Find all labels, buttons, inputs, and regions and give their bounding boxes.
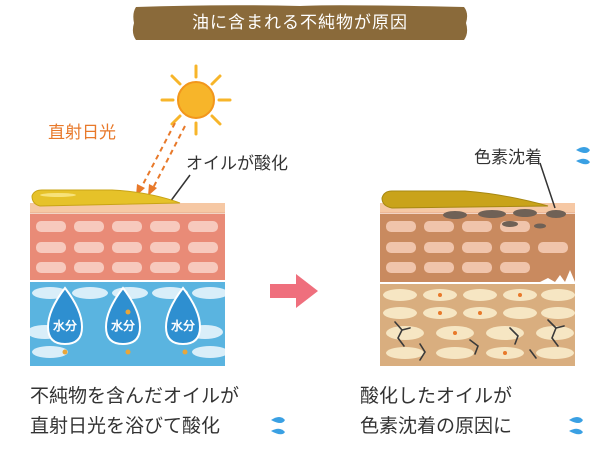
sunlight-rays (139, 122, 186, 191)
ray-arrowhead (148, 184, 157, 196)
water-label: 水分 (171, 318, 195, 333)
dermis-dots (438, 293, 522, 355)
sweat-drop-icon (576, 147, 590, 165)
skin-after (380, 162, 575, 366)
caption-after: 酸化したオイルが 色素沈着の原因に (360, 381, 512, 441)
sun-icon (160, 64, 232, 136)
water-drops: 水分 水分 水分 (46, 286, 202, 346)
water-label: 水分 (111, 318, 135, 333)
pigment-label-pointer (539, 162, 556, 209)
banner-background (132, 5, 468, 40)
oil-oxidation-label: オイルが酸化 (186, 154, 288, 174)
caption-after-line2: 色素沈着の原因に (360, 415, 513, 437)
pigment-spots (443, 209, 566, 229)
oil-drop (31, 189, 181, 207)
caption-after-line1: 酸化したオイルが (360, 385, 513, 407)
dermis-dots (62, 309, 188, 355)
caption-before-line2: 直射日光を浴びて酸化 (30, 415, 221, 437)
water-drop-icon: 水分 (164, 286, 202, 346)
pigmentation-label: 色素沈着 (474, 148, 542, 168)
damaged-cells (386, 221, 568, 273)
water-drop-icon: 水分 (104, 286, 142, 346)
sweat-drop-icon (569, 417, 583, 435)
water-label: 水分 (53, 318, 77, 333)
title-banner: 油に含まれる不純物が原因 (130, 3, 470, 43)
oxidized-oil (381, 190, 549, 209)
right-arrow-icon (270, 274, 318, 308)
caption-before-line1: 不純物を含んだオイルが (30, 385, 240, 407)
oil-label-pointer (169, 174, 191, 203)
epidermis-cells (36, 221, 218, 273)
page-title: 油に含まれる不純物が原因 (192, 13, 408, 33)
water-drop-icon: 水分 (46, 286, 84, 346)
sunlight-label: 直射日光 (48, 123, 116, 143)
skin-top-layer (30, 203, 225, 213)
sweat-drop-icon (271, 417, 285, 435)
skin-cracks (394, 319, 565, 361)
caption-before: 不純物を含んだオイルが 直射日光を浴びて酸化 (30, 381, 239, 441)
